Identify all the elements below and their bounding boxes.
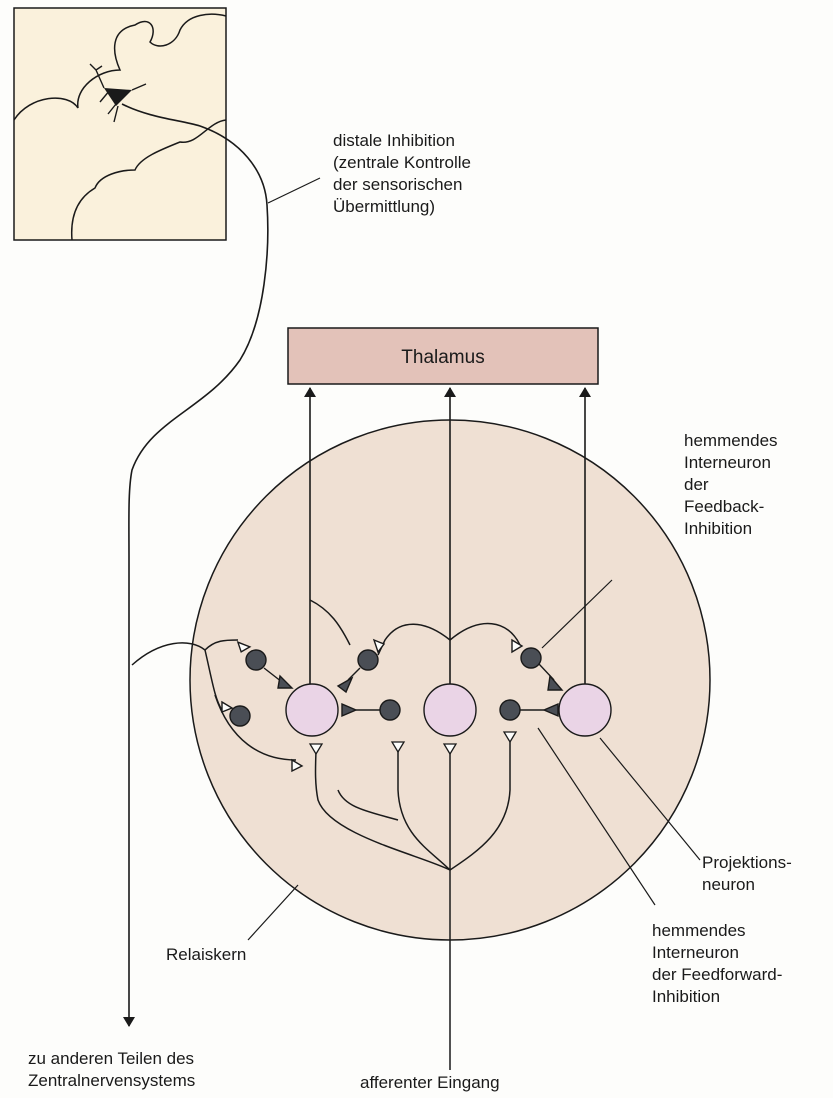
interneuron-feedback-left: [358, 650, 378, 670]
svg-text:Interneuron: Interneuron: [684, 453, 771, 472]
label-projection-neuron: Projektions- neuron: [702, 853, 792, 894]
svg-text:hemmendes: hemmendes: [684, 431, 778, 450]
projection-neuron-middle: [424, 684, 476, 736]
svg-text:der: der: [684, 475, 709, 494]
svg-text:Inhibition: Inhibition: [684, 519, 752, 538]
projection-neuron-right: [559, 684, 611, 736]
svg-text:Feedback-: Feedback-: [684, 497, 764, 516]
label-feedforward-interneuron: hemmendes Interneuron der Feedforward- I…: [652, 921, 782, 1006]
projection-neuron-left: [286, 684, 338, 736]
svg-text:Inhibition: Inhibition: [652, 987, 720, 1006]
label-feedback-interneuron: hemmendes Interneuron der Feedback- Inhi…: [684, 431, 778, 538]
svg-text:der Feedforward-: der Feedforward-: [652, 965, 782, 984]
svg-text:(zentrale Kontrolle: (zentrale Kontrolle: [333, 153, 471, 172]
thalamus-label: Thalamus: [401, 347, 484, 368]
svg-text:Übermittlung): Übermittlung): [333, 197, 435, 216]
distal-leader-line: [268, 178, 320, 203]
svg-text:Projektions-: Projektions-: [702, 853, 792, 872]
label-afferent-input: afferenter Eingang: [360, 1073, 500, 1092]
svg-text:Zentralnervensystems: Zentralnervensystems: [28, 1071, 195, 1090]
interneuron-distal-lower: [230, 706, 250, 726]
thalamus-box: Thalamus: [288, 328, 598, 384]
label-distal-inhibition: distale Inhibition (zentrale Kontrolle d…: [333, 131, 471, 216]
svg-text:neuron: neuron: [702, 875, 755, 894]
svg-text:hemmendes: hemmendes: [652, 921, 746, 940]
label-other-cns: zu anderen Teilen des Zentralnervensyste…: [28, 1049, 195, 1090]
svg-text:distale Inhibition: distale Inhibition: [333, 131, 455, 150]
interneuron-feedforward-left: [380, 700, 400, 720]
svg-text:zu anderen Teilen des: zu anderen Teilen des: [28, 1049, 194, 1068]
interneuron-distal-upper: [246, 650, 266, 670]
label-relay-nucleus: Relaiskern: [166, 945, 246, 964]
interneuron-feedback-right: [521, 648, 541, 668]
interneuron-feedforward-right: [500, 700, 520, 720]
svg-text:Interneuron: Interneuron: [652, 943, 739, 962]
svg-text:der sensorischen: der sensorischen: [333, 175, 462, 194]
